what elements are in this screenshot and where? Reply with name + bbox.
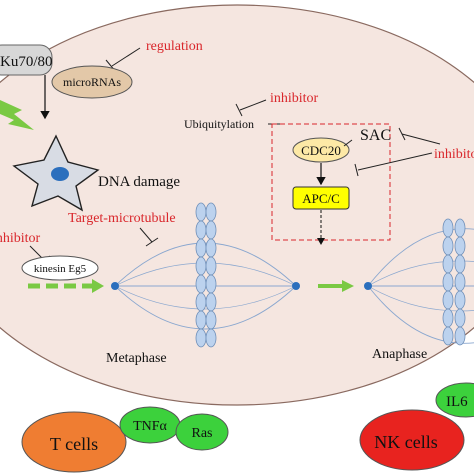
centrosome-right-icon (292, 282, 300, 290)
inhibitor-right-line (357, 152, 433, 171)
apcc-box (292, 186, 350, 210)
target-microtubule-bar (145, 237, 159, 247)
metaphase-label: Metaphase (106, 351, 167, 366)
nk-cells-label: NK cells (374, 432, 437, 452)
cell-body (0, 4, 474, 406)
ras-label: Ras (192, 426, 213, 441)
cdc20-label: CDC20 (301, 143, 341, 158)
lightning-icon (0, 100, 34, 130)
tnf-label: TNFα (133, 419, 167, 434)
nucleus-icon (51, 167, 69, 181)
anaphase-spindle (364, 228, 474, 344)
regulation-label: regulation (146, 39, 203, 54)
ku-label: Ku70/80 (0, 54, 53, 70)
inhibitor-right-bar (354, 163, 359, 177)
apc-dashed-box (271, 123, 391, 241)
inhibitor-left-label: inhibitor (0, 231, 41, 246)
ku-box (0, 44, 53, 76)
target-microtubule-label: Target-microtubule (68, 211, 176, 226)
anaphase-label: Anaphase (372, 347, 427, 362)
kinesin-oval (21, 255, 99, 281)
micrornas-label: microRNAs (63, 75, 121, 89)
sac-label: SAC (360, 127, 391, 144)
kinesin-label: kinesin Eg5 (34, 263, 87, 275)
sac-inhibit-line (401, 133, 441, 145)
nk-cells-oval (359, 409, 465, 471)
t-cells-label: T cells (50, 434, 98, 454)
ras-oval (175, 413, 229, 451)
cdc20-oval (292, 137, 350, 163)
anaphase-centrosome-icon (364, 282, 372, 290)
t-cells-oval (21, 411, 127, 473)
inhibitor-top-bar (235, 103, 243, 117)
il-oval (435, 382, 474, 418)
micrornas-oval (51, 65, 133, 99)
inhibitor-right-label: inhibitor (434, 147, 474, 162)
target-microtubule-line (139, 227, 153, 243)
sac-to-cdc20-line (343, 139, 353, 147)
centrosome-left-icon (111, 282, 119, 290)
regulation-inhibit-line (111, 47, 141, 67)
inhibitor-top-label: inhibitor (270, 91, 319, 106)
il-label: IL6 (446, 394, 468, 410)
dna-damage-label: DNA damage (98, 174, 180, 190)
phase-transition-arrowhead-icon (342, 280, 354, 292)
apcc-label: APC/C (302, 191, 340, 206)
inhibitor-top-line (239, 99, 267, 111)
ubiquitylation-label: Ubiquitylation (184, 117, 254, 131)
kinesin-arrowhead-icon (92, 279, 104, 293)
